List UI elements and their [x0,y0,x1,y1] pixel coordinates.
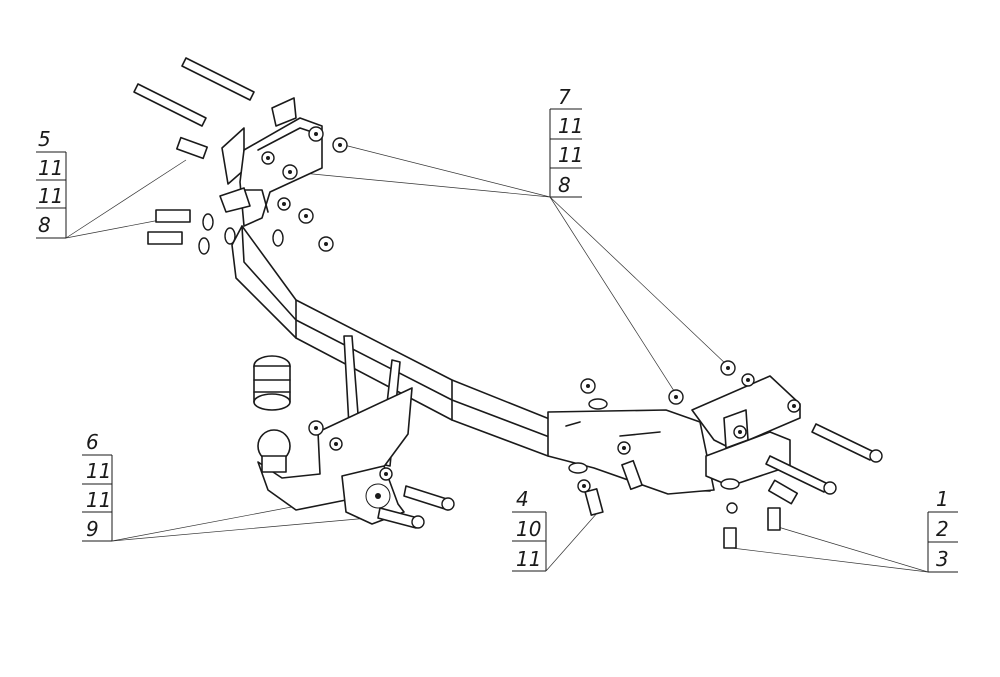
callout-label: 11 [38,156,63,180]
right-bracket [547,375,801,495]
callout-6-11-11-9: 6 11 11 9 [82,430,113,542]
callout-label: 8 [38,213,51,237]
callout-5-11-11-8: 5 11 11 8 [36,127,67,239]
callout-7-11-11-8: 7 11 11 8 [549,85,583,198]
callout-1-2-3: 1 2 3 [927,487,958,573]
nuts-and-washers [198,126,883,529]
callout-label: 6 [86,430,99,454]
callout-label: 11 [86,488,111,512]
left-bracket [219,97,323,227]
callout-label: 3 [936,547,949,571]
callout-label: 8 [558,173,571,197]
bolts [133,57,875,549]
callout-label: 7 [558,85,571,109]
callout-label: 4 [516,487,529,511]
callout-label: 10 [516,517,541,541]
callout-label: 11 [558,143,583,167]
callout-4-10-11: 4 10 11 [512,487,547,572]
callout-label: 11 [86,459,111,483]
callout-label: 2 [936,517,949,541]
callout-label: 5 [38,127,51,151]
callout-label: 11 [558,114,583,138]
callout-label: 11 [516,547,541,571]
callout-label: 9 [86,517,99,541]
callout-label: 1 [936,487,949,511]
leader-lines [65,143,929,573]
tow-ball [253,355,291,473]
callout-label: 11 [38,184,63,208]
